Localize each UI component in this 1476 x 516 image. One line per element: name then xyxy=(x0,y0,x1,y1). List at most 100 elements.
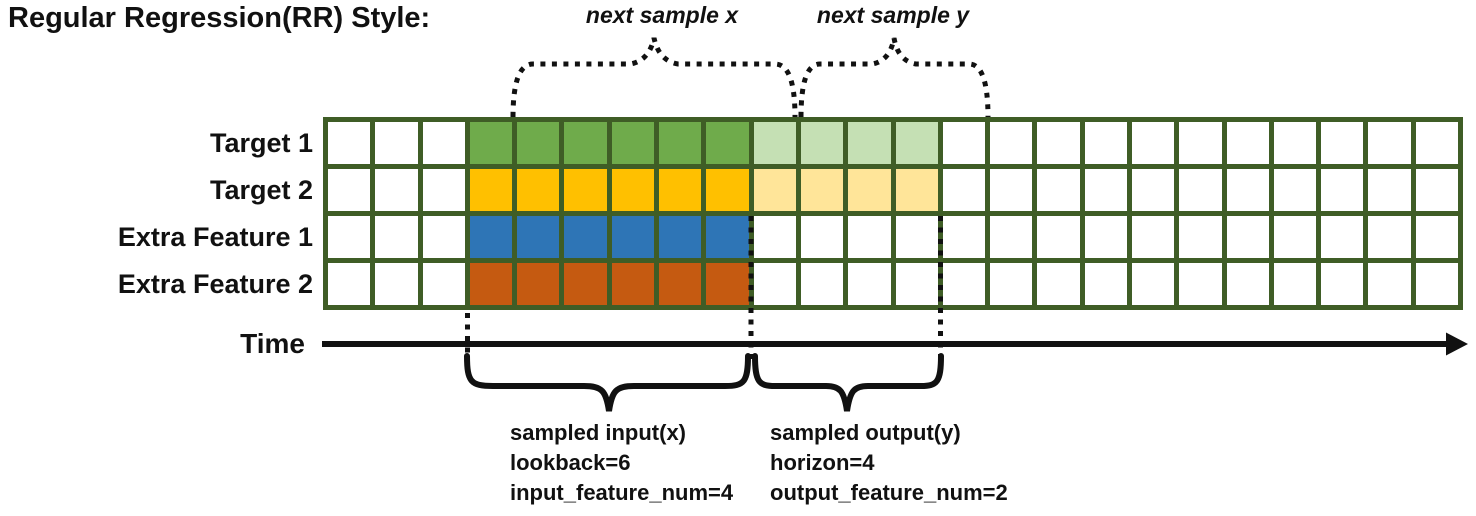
grid-cell xyxy=(990,122,1033,164)
grid-cell xyxy=(848,122,891,164)
grid-cell xyxy=(1273,216,1317,258)
grid-cell xyxy=(469,263,513,305)
grid-cell xyxy=(422,216,465,258)
grid-cell xyxy=(706,169,749,211)
grid-cell xyxy=(848,263,891,305)
grid-cell xyxy=(1273,263,1317,305)
grid-cell xyxy=(328,263,371,305)
diagram-title: Regular Regression(RR) Style: xyxy=(8,2,431,34)
horizon-value: horizon=4 xyxy=(770,450,875,475)
grid-cell xyxy=(328,169,371,211)
sampled-output-annotation: sampled output(y) horizon=4 output_featu… xyxy=(770,418,1008,508)
grid-cell xyxy=(1321,263,1364,305)
grid-cell xyxy=(1179,122,1222,164)
grid-cell xyxy=(328,216,371,258)
grid-cell xyxy=(1368,122,1411,164)
grid-cell xyxy=(1226,169,1269,211)
grid xyxy=(323,117,1463,310)
grid-cell xyxy=(1368,169,1411,211)
grid-cell xyxy=(1321,169,1364,211)
row-label-extra-feature-1: Extra Feature 1 xyxy=(117,222,313,252)
next-sample-x-label: next sample x xyxy=(585,2,739,28)
grid-cell xyxy=(611,216,655,258)
row-label-target-2: Target 2 xyxy=(209,175,313,205)
grid-cell xyxy=(517,216,560,258)
grid-cell xyxy=(659,169,702,211)
input-feature-num-value: input_feature_num=4 xyxy=(510,480,734,505)
grid-cell xyxy=(659,263,702,305)
grid-cell xyxy=(895,122,938,164)
grid-cell xyxy=(469,169,513,211)
output-feature-num-value: output_feature_num=2 xyxy=(770,480,1008,505)
grid-cell xyxy=(1131,122,1175,164)
grid-cell xyxy=(1179,263,1222,305)
grid-cell xyxy=(659,122,702,164)
grid-cell xyxy=(1131,169,1175,211)
grid-cell xyxy=(1131,263,1175,305)
grid-cell xyxy=(990,169,1033,211)
grid-cell xyxy=(1368,216,1411,258)
grid-cell xyxy=(1415,169,1458,211)
grid-cell xyxy=(375,169,418,211)
grid-cell xyxy=(1321,122,1364,164)
grid-cell xyxy=(1084,122,1127,164)
grid-cell xyxy=(942,122,986,164)
grid-cell xyxy=(1037,169,1080,211)
row-label-target-1: Target 1 xyxy=(209,128,313,158)
grid-cell xyxy=(1273,169,1317,211)
grid-cell xyxy=(1084,216,1127,258)
grid-cell xyxy=(800,169,844,211)
grid-cell xyxy=(1368,263,1411,305)
grid-cell xyxy=(422,169,465,211)
grid-cell xyxy=(1179,169,1222,211)
grid-cell xyxy=(564,216,607,258)
grid-cell xyxy=(1131,216,1175,258)
grid-cell xyxy=(848,169,891,211)
grid-cell xyxy=(1037,216,1080,258)
grid-cell xyxy=(706,263,749,305)
grid-cell xyxy=(375,122,418,164)
grid-cell xyxy=(1415,216,1458,258)
grid-cell xyxy=(517,263,560,305)
grid-cell xyxy=(800,216,844,258)
grid-cell xyxy=(800,263,844,305)
lookback-value: lookback=6 xyxy=(510,450,631,475)
grid-cell xyxy=(800,122,844,164)
grid-cell xyxy=(1084,169,1127,211)
grid-cell xyxy=(375,216,418,258)
grid-cell xyxy=(1415,122,1458,164)
grid-cell xyxy=(611,263,655,305)
grid-cell xyxy=(1226,122,1269,164)
grid-cell xyxy=(1037,263,1080,305)
grid-cell xyxy=(611,122,655,164)
grid-cell xyxy=(469,216,513,258)
next-sample-x-brace xyxy=(510,37,798,118)
grid-cell xyxy=(469,122,513,164)
grid-cell xyxy=(942,169,986,211)
sampled-input-brace xyxy=(464,353,751,412)
sampled-output-title: sampled output(y) xyxy=(770,420,961,445)
grid-cell xyxy=(895,263,938,305)
grid-cell xyxy=(706,122,749,164)
time-axis-label: Time xyxy=(240,328,305,359)
grid-cell xyxy=(990,263,1033,305)
grid-cell xyxy=(564,122,607,164)
grid-cell xyxy=(422,122,465,164)
grid-cell xyxy=(706,216,749,258)
grid-cell xyxy=(611,169,655,211)
grid-cell xyxy=(375,263,418,305)
grid-cell xyxy=(659,216,702,258)
grid-cell xyxy=(753,263,796,305)
row-label-extra-feature-2: Extra Feature 2 xyxy=(117,269,313,299)
time-axis-arrowhead-icon xyxy=(1446,332,1468,356)
grid-cell xyxy=(1084,263,1127,305)
grid-cell xyxy=(1226,263,1269,305)
grid-cell xyxy=(753,169,796,211)
grid-cell xyxy=(990,216,1033,258)
grid-cell xyxy=(942,216,986,258)
grid-cell xyxy=(942,263,986,305)
sampled-output-brace xyxy=(752,353,944,412)
sampled-input-annotation: sampled input(x) lookback=6 input_featur… xyxy=(510,418,733,508)
grid-cell xyxy=(895,169,938,211)
